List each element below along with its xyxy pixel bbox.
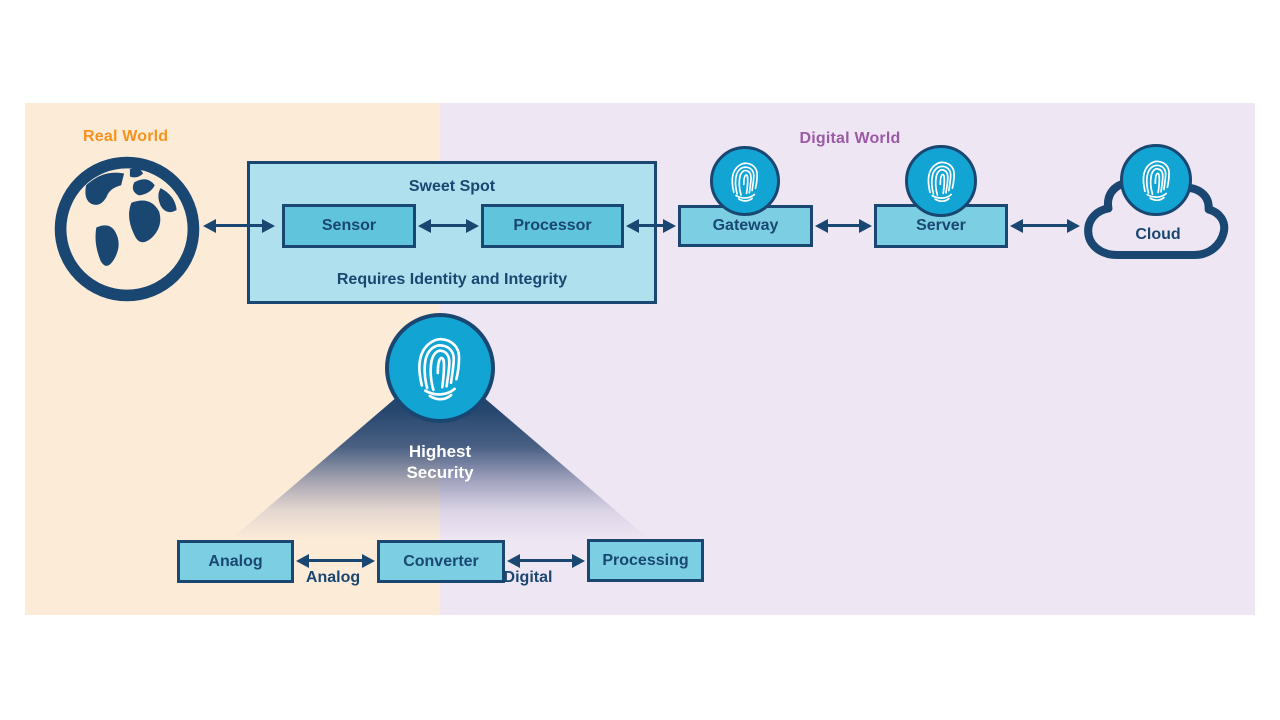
fingerprint-icon — [1120, 144, 1192, 216]
fingerprint-icon — [385, 313, 495, 423]
analog-node: Analog — [177, 540, 294, 583]
arrow-converter-processing — [507, 553, 585, 568]
arrow-sensor-processor — [418, 218, 479, 233]
arrow-server-cloud — [1010, 218, 1080, 233]
cloud-node: Cloud — [1135, 226, 1181, 243]
fingerprint-icon — [710, 146, 780, 216]
highest-security-line1: Highest — [408, 442, 472, 461]
server-node: Server — [874, 204, 1008, 248]
gateway-node: Gateway — [678, 205, 813, 247]
sweet-spot-title: Sweet Spot — [408, 178, 496, 195]
digital-world-label: Digital World — [799, 130, 901, 147]
highest-security-line2: Security — [406, 463, 474, 482]
arrow-analog-converter — [296, 553, 375, 568]
arrow-gateway-server — [815, 218, 872, 233]
arrow-processor-gateway — [626, 218, 676, 233]
processing-node: Processing — [587, 539, 704, 582]
fingerprint-icon — [905, 145, 977, 217]
digital-link-label: Digital — [503, 569, 553, 586]
converter-node: Converter — [377, 540, 505, 583]
highest-security-label: Highest Security — [380, 441, 500, 483]
sensor-node: Sensor — [282, 204, 416, 248]
globe-icon — [54, 156, 200, 302]
sweet-spot-subtitle: Requires Identity and Integrity — [336, 271, 568, 288]
arrow-globe-sweetspot — [203, 218, 275, 233]
analog-link-label: Analog — [305, 569, 361, 586]
processor-node: Processor — [481, 204, 624, 248]
real-world-label: Real World — [83, 128, 169, 145]
